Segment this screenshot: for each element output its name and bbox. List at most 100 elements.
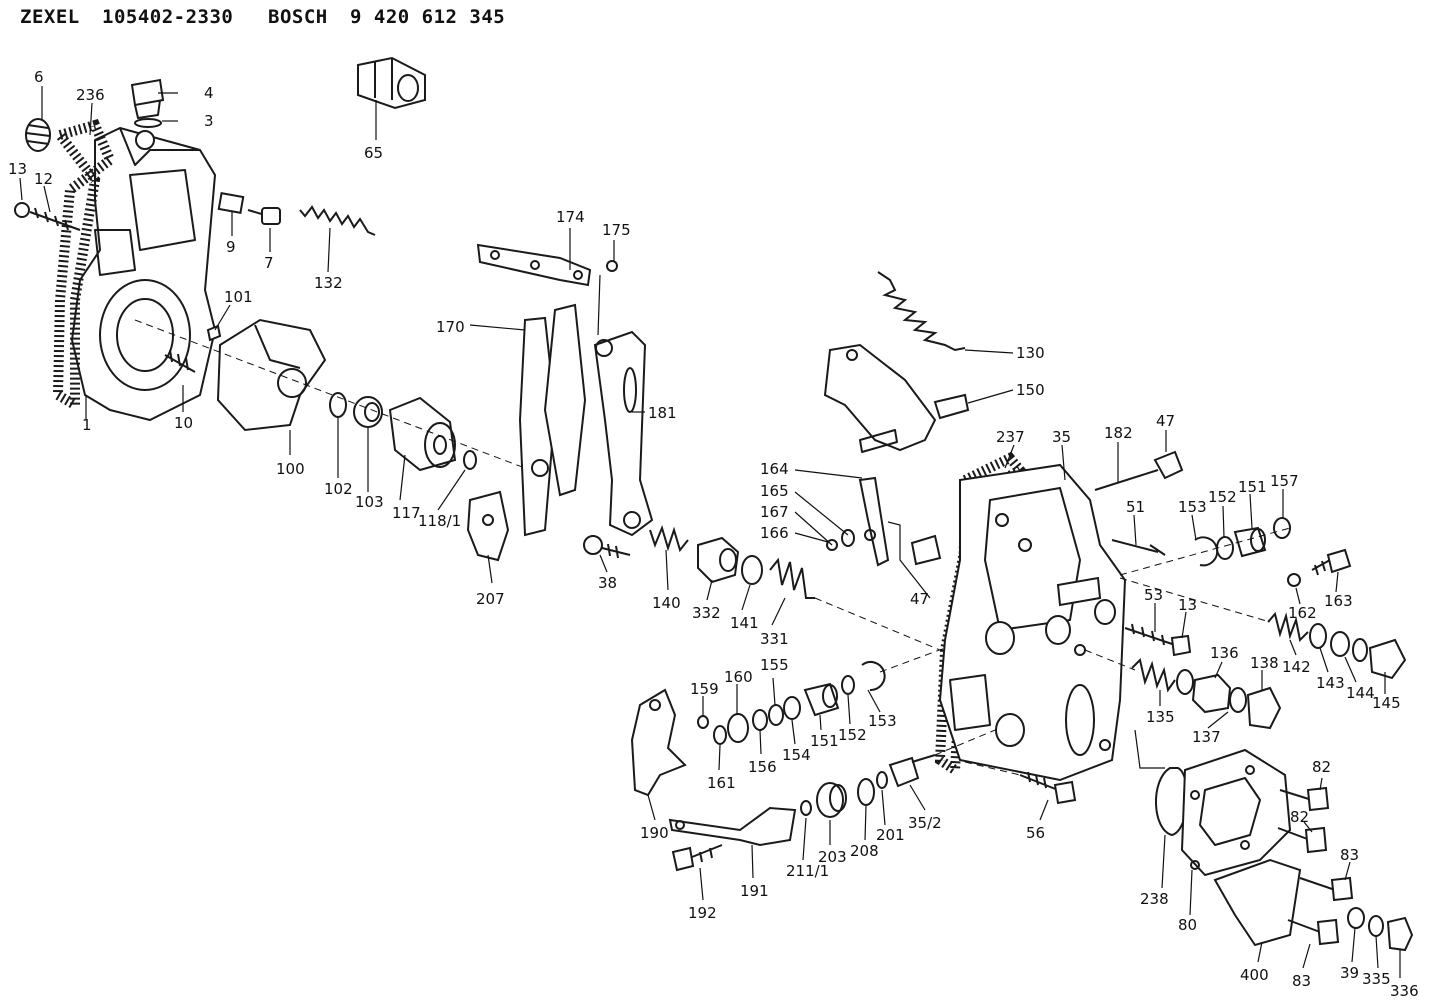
label-159: 159 [690, 680, 719, 698]
nut-145 [1368, 638, 1407, 680]
label-157: 157 [1270, 472, 1299, 490]
label-400: 400 [1240, 966, 1269, 984]
ring-152-bottom [841, 675, 855, 695]
label-136: 136 [1210, 644, 1239, 662]
washer-144 [1330, 631, 1350, 657]
cover-plate-80 [1180, 748, 1292, 877]
label-170: 170 [436, 318, 465, 336]
bosch-part-number: 9 420 612 345 [350, 6, 506, 28]
label-39: 39 [1340, 964, 1359, 982]
label-132: 132 [314, 274, 343, 292]
label-336: 336 [1390, 982, 1419, 1000]
label-56: 56 [1026, 824, 1045, 842]
plate-9 [217, 192, 245, 214]
washer-162 [1287, 573, 1301, 587]
flyweight-100 [216, 318, 327, 432]
governor-housing [51, 118, 216, 421]
ring-152-top [1216, 536, 1234, 560]
label-137: 137 [1192, 728, 1221, 746]
pin-101 [206, 324, 222, 342]
clip-207 [466, 490, 510, 562]
cap-157 [1273, 517, 1291, 539]
brand-bosch: BOSCH [268, 6, 328, 28]
label-174: 174 [556, 208, 585, 226]
label-164: 164 [760, 460, 789, 478]
sleeve-117 [388, 396, 457, 472]
washer-141 [741, 555, 763, 585]
washer-165 [841, 529, 855, 547]
label-208: 208 [850, 842, 879, 860]
washer-39 [1347, 907, 1365, 929]
label-138: 138 [1250, 654, 1279, 672]
lever-181 [593, 330, 654, 537]
label-103: 103 [355, 493, 384, 511]
bracket-400 [1213, 858, 1302, 947]
screw-135 [1131, 658, 1176, 693]
label-102: 102 [324, 480, 353, 498]
label-82-top: 82 [1312, 758, 1331, 776]
ring-208 [857, 778, 875, 806]
nut-332 [697, 536, 740, 584]
washer-144b [1352, 638, 1368, 662]
washer-160 [727, 713, 749, 743]
label-135: 135 [1146, 708, 1175, 726]
label-152-top: 152 [1208, 488, 1237, 506]
screw-83a [1299, 876, 1354, 902]
label-140: 140 [652, 594, 681, 612]
plug-151-bottom [803, 682, 840, 717]
screw-53 [1124, 623, 1176, 646]
label-145: 145 [1372, 694, 1401, 712]
clip-153-bottom [861, 661, 886, 692]
label-38: 38 [598, 574, 617, 592]
washer-155 [768, 704, 784, 726]
leader-lines [19, 86, 1401, 978]
label-211-1: 211/1 [786, 862, 829, 880]
lever-170 [518, 303, 587, 537]
label-335: 335 [1362, 970, 1391, 988]
washer-136a [1176, 669, 1194, 695]
label-80: 80 [1178, 916, 1197, 934]
label-181: 181 [648, 404, 677, 422]
washer-156 [752, 709, 768, 731]
label-238: 238 [1140, 890, 1169, 908]
label-203: 203 [818, 848, 847, 866]
label-155: 155 [760, 656, 789, 674]
label-161: 161 [707, 774, 736, 792]
bracket-174 [476, 243, 592, 287]
lever-164 [858, 476, 890, 567]
label-236: 236 [76, 86, 105, 104]
label-191: 191 [740, 882, 769, 900]
pin-159 [697, 715, 709, 729]
cap-6 [25, 118, 51, 152]
washer-335 [1368, 915, 1384, 937]
label-190: 190 [640, 824, 669, 842]
label-4: 4 [204, 84, 214, 102]
label-192: 192 [688, 904, 717, 922]
screw-83b [1287, 918, 1340, 946]
plug-47-top [1094, 450, 1184, 491]
label-165: 165 [760, 482, 789, 500]
plug-4 [130, 78, 165, 128]
label-83-bottom: 83 [1292, 972, 1311, 990]
label-13-right: 13 [1178, 596, 1197, 614]
label-207: 207 [476, 590, 505, 608]
plug-151-top [1233, 526, 1267, 558]
label-166: 166 [760, 524, 789, 542]
washer-137 [1229, 687, 1247, 713]
label-175: 175 [602, 221, 631, 239]
label-6: 6 [34, 68, 44, 86]
nut-136 [1191, 673, 1232, 714]
plug-47-left [910, 534, 942, 566]
label-13-left: 13 [8, 160, 27, 178]
label-143: 143 [1316, 674, 1345, 692]
label-130: 130 [1016, 344, 1045, 362]
label-237: 237 [996, 428, 1025, 446]
lever-191 [668, 806, 797, 847]
brand-zexel: ZEXEL [20, 6, 80, 28]
label-152-bottom: 152 [838, 726, 867, 744]
washer-154 [783, 696, 801, 720]
part-labels: 6 236 4 3 65 13 12 9 7 132 174 175 101 1… [8, 68, 1419, 1000]
label-117: 117 [392, 504, 421, 522]
label-151-bottom: 151 [810, 732, 839, 750]
